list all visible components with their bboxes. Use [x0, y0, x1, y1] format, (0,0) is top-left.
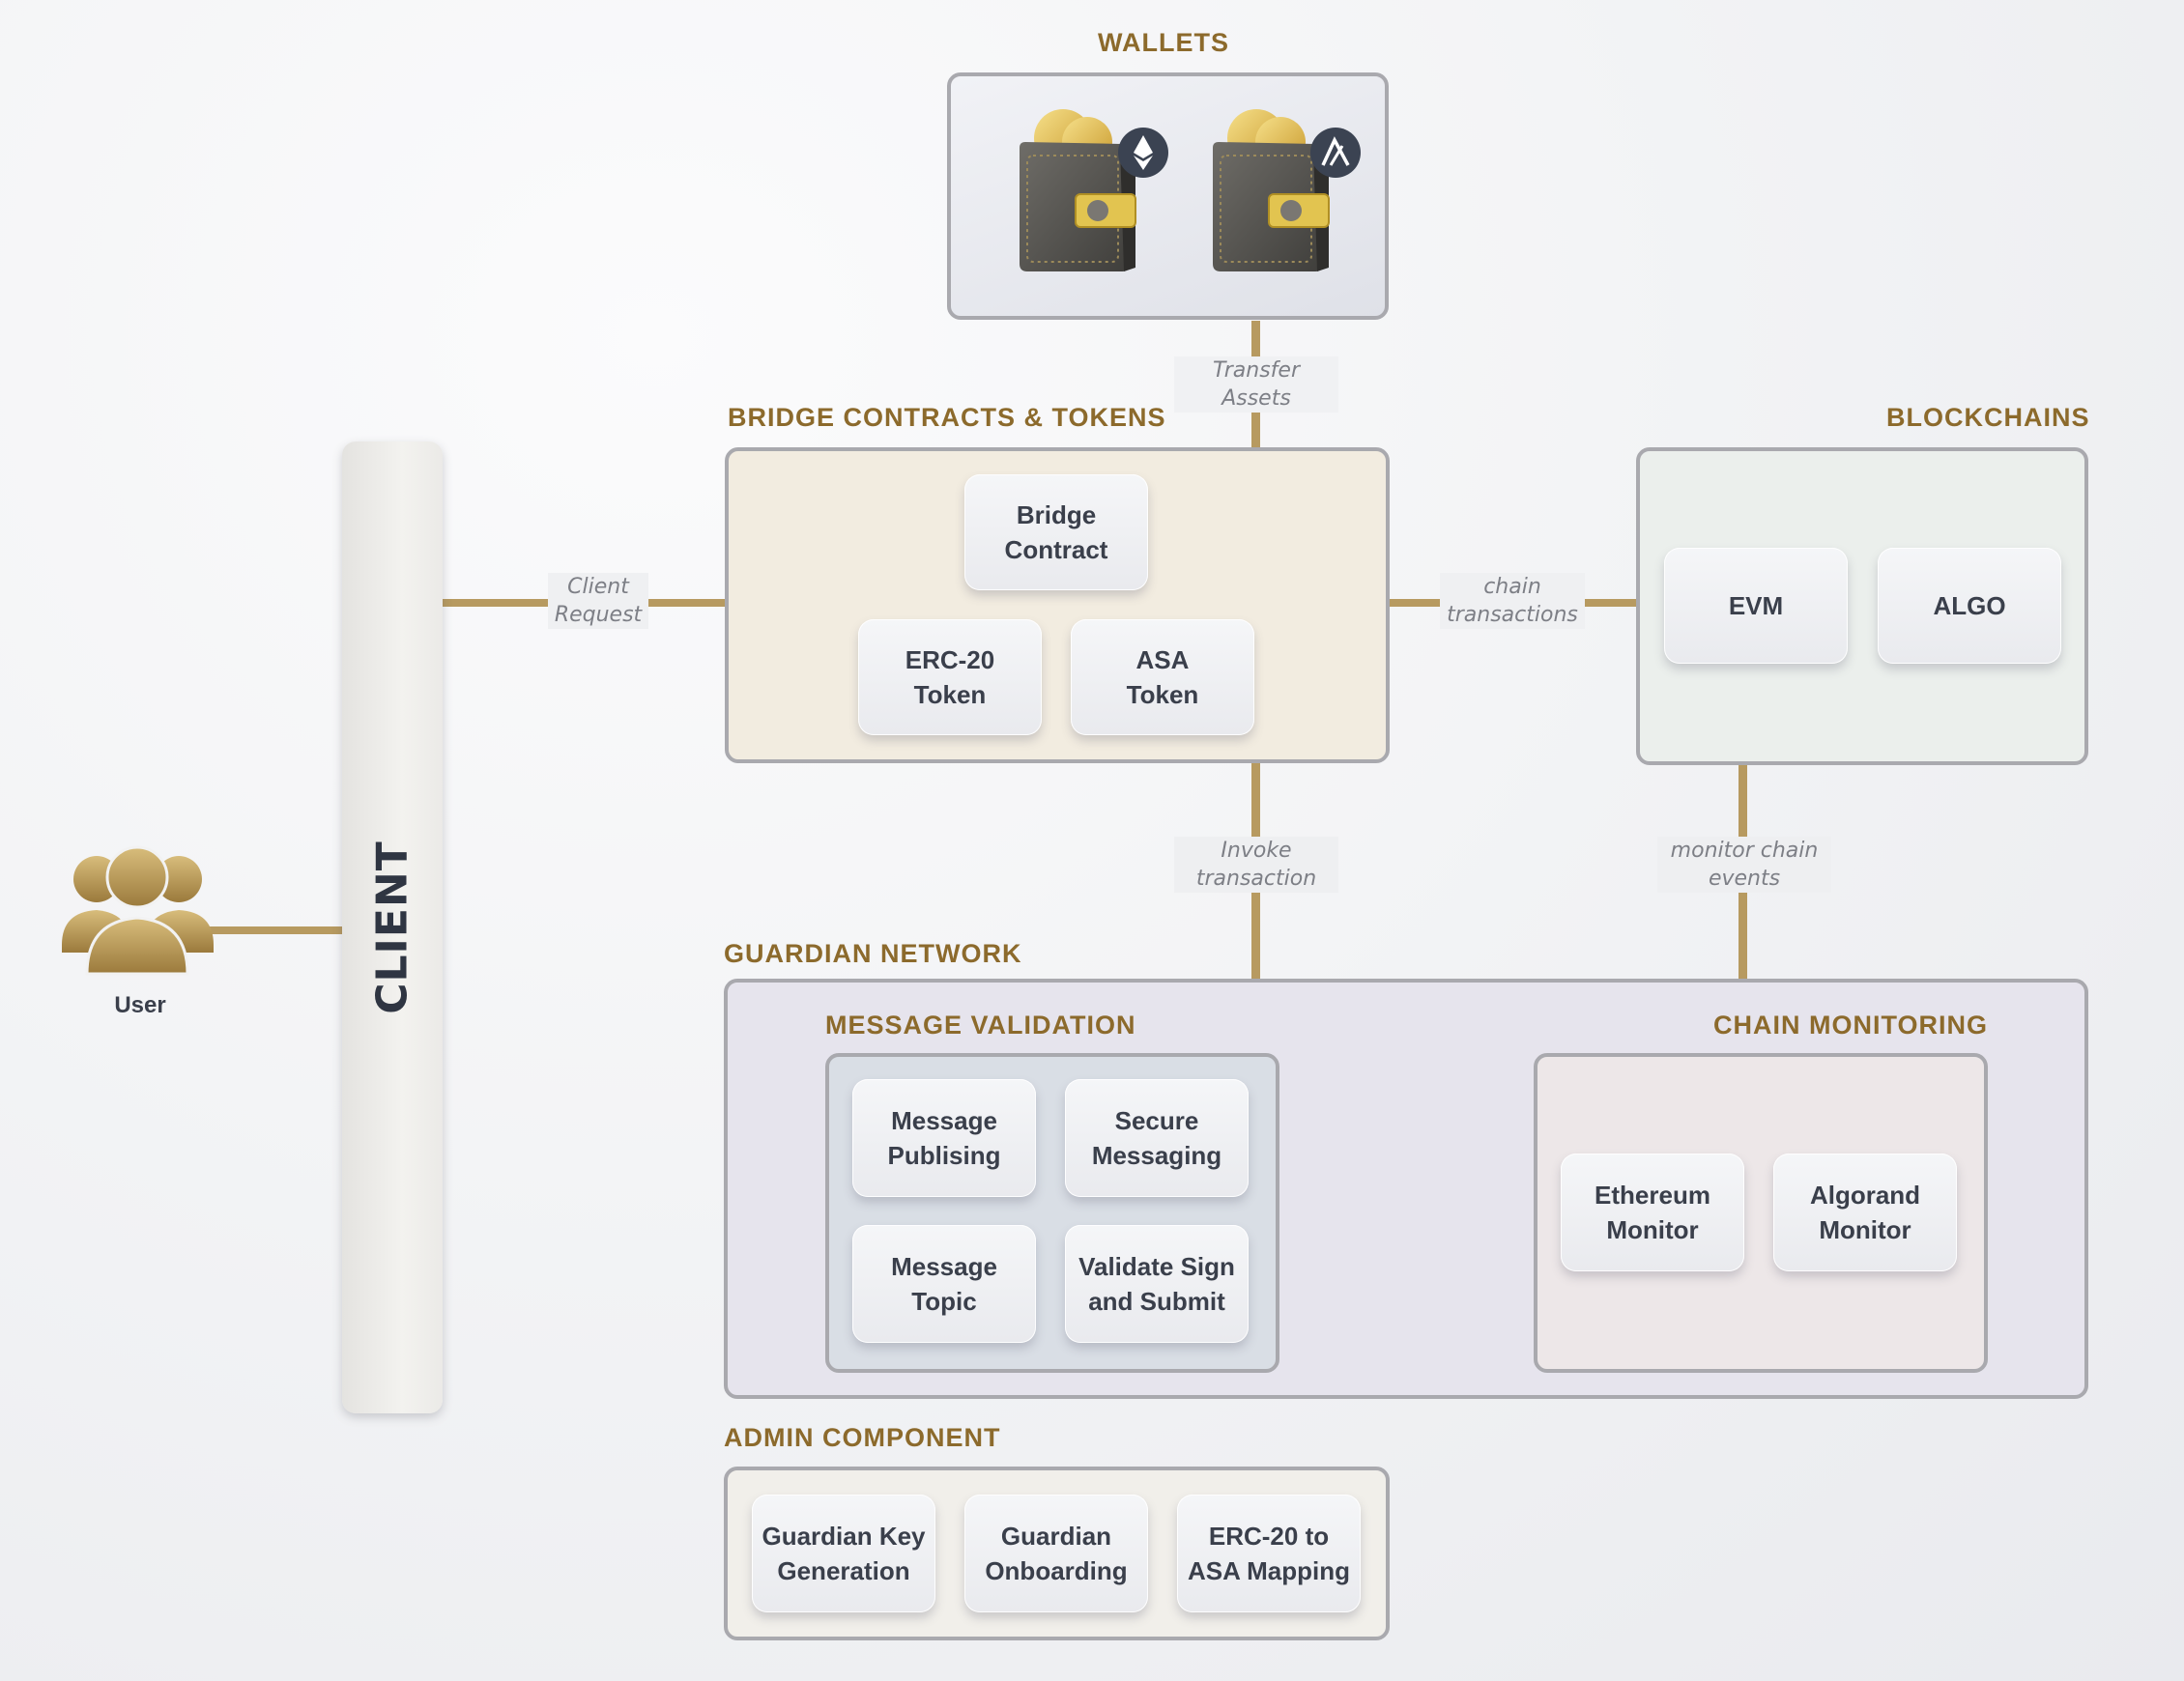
label-invoke-transaction: Invoke transaction: [1174, 837, 1338, 893]
label-monitor-chain-events: monitor chain events: [1657, 837, 1831, 893]
ethereum-badge-icon: [1117, 127, 1169, 179]
erc20-token-card[interactable]: ERC-20 Token: [858, 619, 1042, 735]
algorand-monitor-card[interactable]: Algorand Monitor: [1773, 1154, 1957, 1271]
label-transfer-assets: Transfer Assets: [1174, 356, 1338, 413]
wallets-title: WALLETS: [1098, 28, 1229, 57]
message-publishing-card[interactable]: Message Publising: [852, 1079, 1036, 1197]
user-group-icon: [58, 844, 217, 980]
bridge-title: BRIDGE CONTRACTS & TOKENS: [728, 403, 1166, 432]
message-topic-card[interactable]: Message Topic: [852, 1225, 1036, 1343]
ethereum-monitor-card[interactable]: Ethereum Monitor: [1561, 1154, 1744, 1271]
guardian-title: GUARDIAN NETWORK: [724, 939, 1022, 968]
asa-token-card[interactable]: ASA Token: [1071, 619, 1254, 735]
chain-monitoring-title: CHAIN MONITORING: [1713, 1011, 1988, 1040]
admin-title: ADMIN COMPONENT: [724, 1423, 1001, 1452]
secure-messaging-card[interactable]: Secure Messaging: [1065, 1079, 1249, 1197]
blockchains-title: BLOCKCHAINS: [1886, 403, 2090, 432]
ethereum-wallet-icon: [1010, 101, 1174, 275]
client-label: CLIENT: [367, 840, 417, 1014]
client-bar[interactable]: CLIENT: [342, 442, 443, 1413]
validate-sign-submit-card[interactable]: Validate Sign and Submit: [1065, 1225, 1249, 1343]
connector-user-client: [208, 926, 343, 934]
message-validation-title: MESSAGE VALIDATION: [825, 1011, 1136, 1040]
label-chain-transactions: chain transactions: [1440, 573, 1585, 629]
algorand-badge-icon: [1309, 127, 1362, 179]
algorand-wallet-icon: [1203, 101, 1367, 275]
bridge-contract-card[interactable]: Bridge Contract: [964, 474, 1148, 590]
label-client-request: Client Request: [548, 573, 648, 629]
erc20-asa-mapping-card[interactable]: ERC-20 to ASA Mapping: [1177, 1495, 1361, 1612]
guardian-key-generation-card[interactable]: Guardian Key Generation: [752, 1495, 935, 1612]
evm-card[interactable]: EVM: [1664, 548, 1848, 664]
user-label: User: [114, 992, 166, 1018]
algo-card[interactable]: ALGO: [1878, 548, 2061, 664]
guardian-onboarding-card[interactable]: Guardian Onboarding: [964, 1495, 1148, 1612]
